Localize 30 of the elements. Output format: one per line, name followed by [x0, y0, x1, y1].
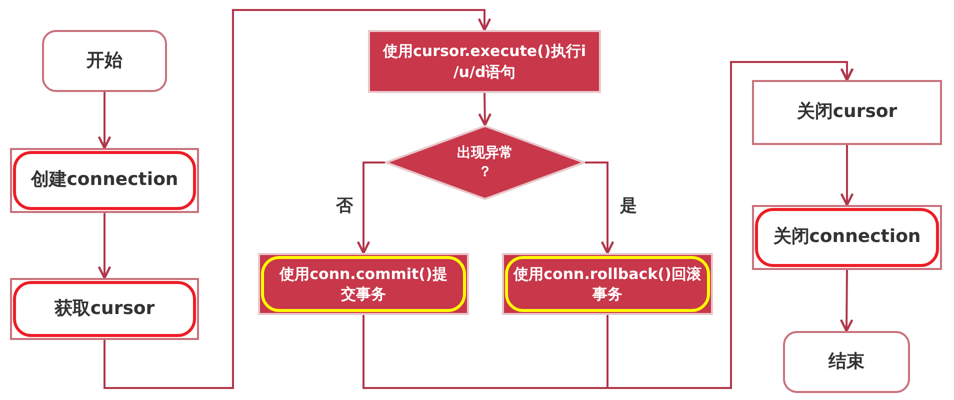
- process-box: [502, 253, 713, 315]
- edge-label: 是: [618, 196, 639, 218]
- node-text: 获取cursor: [54, 296, 155, 321]
- node-text: 关闭connection: [773, 225, 921, 250]
- process-box: [368, 30, 601, 93]
- decision-diamond: [385, 125, 585, 200]
- start-terminal: [42, 30, 167, 92]
- arrow: [98, 213, 112, 280]
- arrow: [478, 92, 492, 126]
- process-box: [10, 148, 199, 213]
- node-text: 开始: [86, 48, 122, 73]
- arrow: [585, 162, 614, 254]
- arrow: [840, 270, 854, 332]
- arrow: [104, 9, 492, 389]
- arrow: [840, 145, 854, 206]
- arrow: [606, 61, 854, 389]
- process-box: [258, 253, 469, 315]
- node-text: 创建connection: [30, 168, 178, 192]
- node-text: 出现异常？: [456, 144, 514, 182]
- node-text: 结束: [828, 350, 864, 374]
- node-text: 使用conn.rollback()回滚事务: [512, 264, 702, 304]
- arrow: [98, 92, 112, 150]
- end-terminal: [783, 331, 910, 393]
- process-box: [752, 80, 942, 145]
- process-box: [752, 205, 942, 270]
- process-box: [10, 278, 199, 340]
- node-text: 使用conn.commit()提交事务: [278, 264, 448, 304]
- node-text: 使用cursor.execute()执行i/u/d语句: [382, 41, 587, 82]
- arrow: [356, 162, 385, 254]
- node-text: 关闭cursor: [796, 100, 898, 124]
